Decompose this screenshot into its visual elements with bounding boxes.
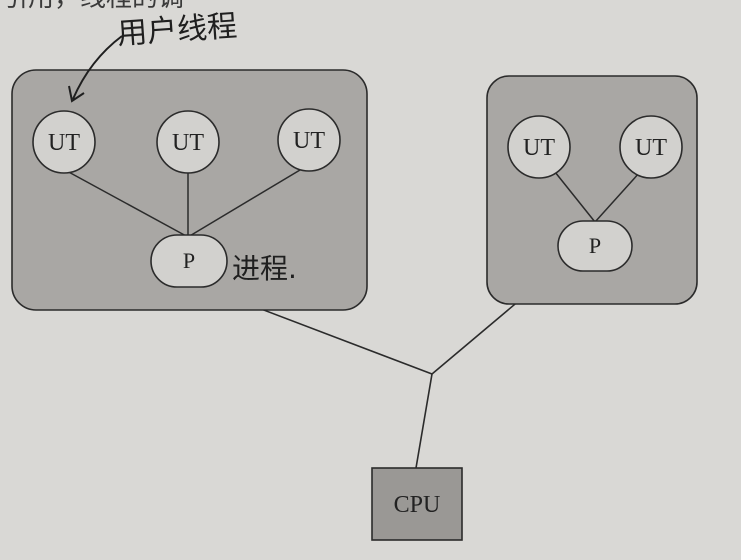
annotation-process-text: 进程. (232, 252, 297, 285)
annotation-arrow-icon (72, 35, 123, 100)
user-thread-node: UT (277, 108, 341, 172)
process-box-left-frame (11, 69, 368, 311)
user-thread-node: UT (32, 110, 96, 174)
annotation-user-thread: 用户线程 (68, 9, 238, 103)
process-box-left: UT UT UT P (11, 69, 368, 311)
thread-link (554, 171, 596, 223)
annotation-arrowhead-icon (68, 85, 85, 103)
cpu-box (371, 467, 463, 541)
thread-link (64, 169, 189, 238)
user-thread-label: UT (48, 130, 80, 156)
line-junction-to-cpu (415, 373, 433, 469)
cpu-label: CPU (394, 492, 441, 518)
cpu-node: CPU (371, 467, 463, 541)
user-thread-node: UT (507, 115, 571, 179)
top-partial-text: 引用，线程的调 (2, 0, 184, 13)
process-node: P (557, 220, 633, 272)
user-thread-label: UT (523, 135, 555, 161)
user-thread-node: UT (156, 110, 220, 174)
user-thread-node: UT (619, 115, 683, 179)
process-node: P (150, 234, 228, 288)
thread-link (594, 171, 641, 223)
process-node-label: P (183, 248, 195, 273)
process-box-right: UT UT P (486, 75, 698, 305)
user-thread-label: UT (293, 128, 325, 154)
annotation-user-thread-text: 用户线程 (116, 9, 238, 52)
user-thread-label: UT (172, 130, 204, 156)
thread-link (187, 169, 301, 238)
user-thread-label: UT (635, 135, 667, 161)
process-node-label: P (589, 233, 601, 258)
